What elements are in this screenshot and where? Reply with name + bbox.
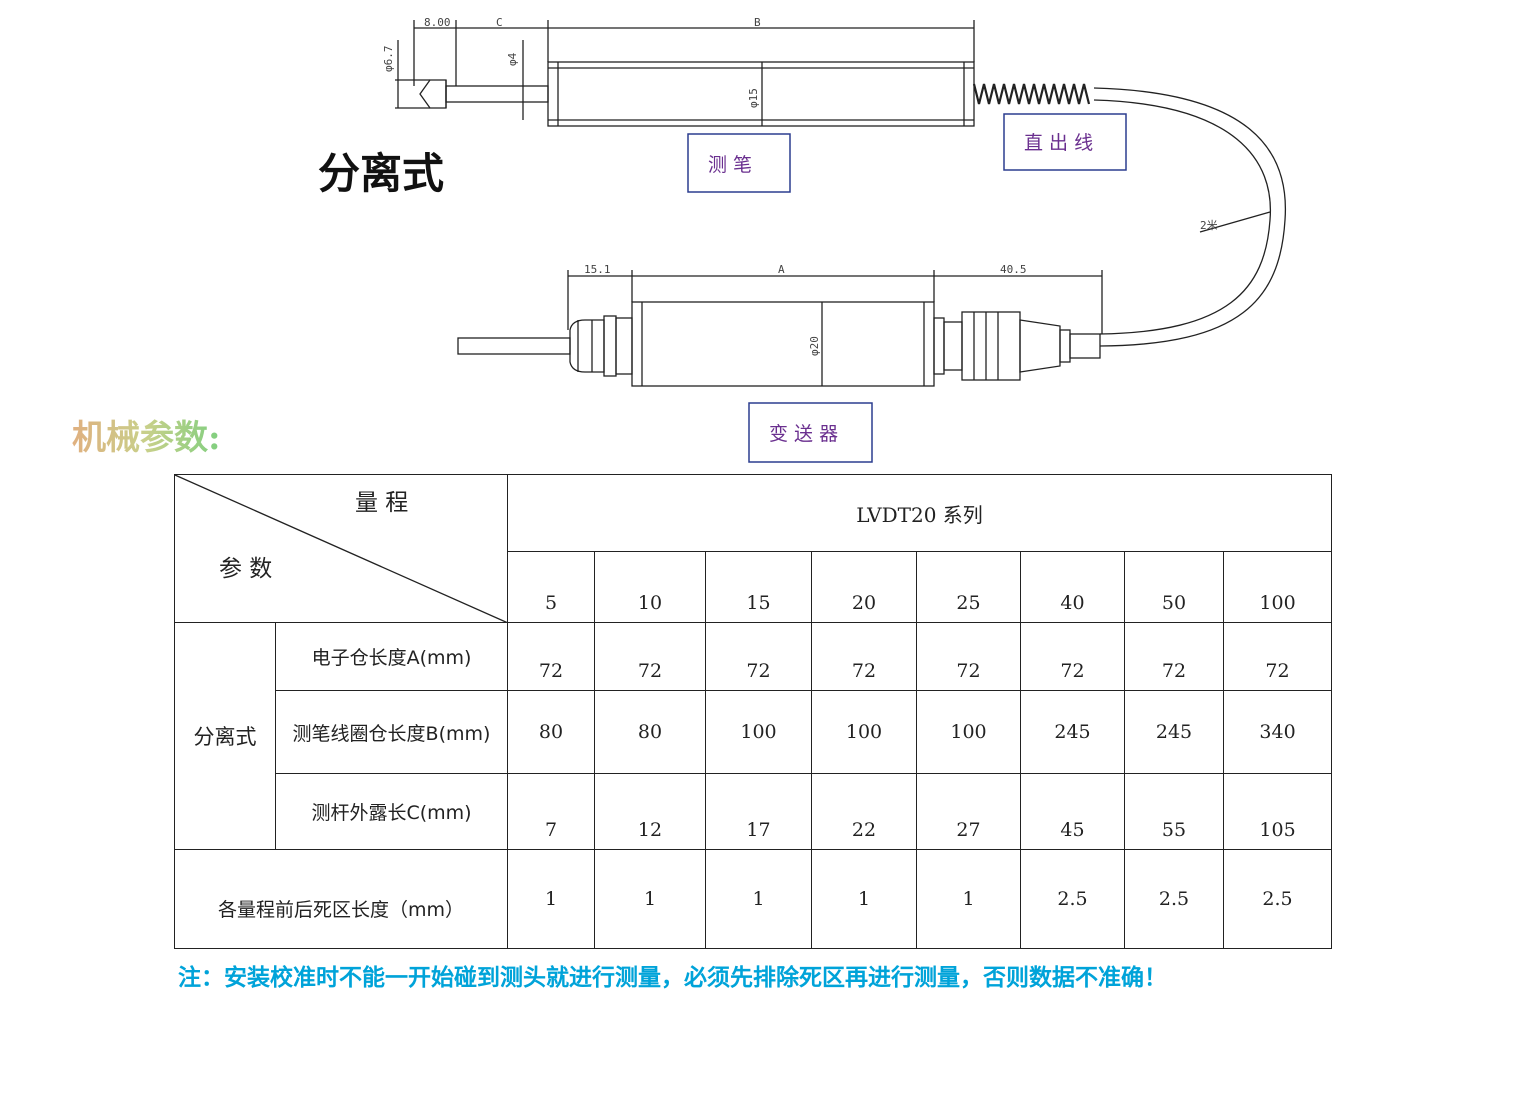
section-title: 机械参数: — [72, 418, 221, 458]
table-cell: 2.5 — [1020, 849, 1125, 949]
table-cell: 245 — [1020, 690, 1125, 774]
cable — [1093, 87, 1287, 347]
table-cell: 105 — [1222, 773, 1333, 850]
dead-zone-label: 各量程前后死区长度（mm） — [174, 849, 508, 949]
range-cell: 40 — [1020, 551, 1125, 623]
dim-phi-6-7: φ6.7 — [382, 46, 395, 73]
dim-b: B — [754, 16, 761, 29]
cable-label: 直 出 线 — [1024, 132, 1093, 154]
range-row: 5 10 15 20 25 40 50 100 — [175, 551, 1333, 623]
table-cell: 100 — [916, 690, 1021, 774]
transmitter-label-box — [748, 402, 873, 463]
table-cell: 72 — [1020, 622, 1125, 691]
range-cell: 5 — [507, 551, 595, 623]
header-diagonal-cell: 量 程 参 数 — [174, 474, 508, 623]
table-cell: 7 — [507, 773, 595, 850]
table-cell: 72 — [507, 622, 595, 691]
probe-label: 测 笔 — [708, 154, 752, 176]
table-cell: 72 — [811, 622, 917, 691]
table-cell: 100 — [705, 690, 812, 774]
dim-tip-length: 8.00 — [424, 16, 451, 29]
row-label: 测杆外露长C(mm) — [275, 773, 508, 850]
range-cell: 25 — [916, 551, 1021, 623]
dim-c: C — [496, 16, 503, 29]
dim-40-5: 40.5 — [1000, 263, 1027, 276]
row-label: 测笔线圈仓长度B(mm) — [275, 690, 508, 774]
transmitter-cable-out — [457, 337, 571, 355]
probe-body — [547, 61, 975, 127]
header-range-label: 量 程 — [355, 490, 409, 516]
dim-phi-4: φ4 — [506, 52, 519, 66]
table-cell: 80 — [594, 690, 706, 774]
table-cell: 2.5 — [1222, 849, 1333, 949]
table-cell: 1 — [705, 849, 812, 949]
table-cell: 22 — [811, 773, 917, 850]
table-cell: 1 — [811, 849, 917, 949]
table-cell: 72 — [1222, 622, 1333, 691]
dim-15-1: 15.1 — [584, 263, 611, 276]
technical-drawing: 8.00 C B φ6.7 φ4 φ15 2米 15.1 A 40.5 φ20 … — [382, 16, 1287, 463]
table-cell: 1 — [916, 849, 1021, 949]
dim-cable-length: 2米 — [1200, 219, 1218, 232]
drawing-title: 分离式 — [318, 149, 445, 198]
table-cell: 1 — [594, 849, 706, 949]
range-cell: 50 — [1124, 551, 1224, 623]
spring — [972, 83, 1091, 105]
table-cell: 55 — [1124, 773, 1224, 850]
connector — [961, 311, 1021, 381]
range-cell: 10 — [594, 551, 706, 623]
table-cell: 245 — [1124, 690, 1224, 774]
probe-rod — [445, 85, 549, 103]
dim-phi-20: φ20 — [808, 336, 821, 356]
transmitter-label: 变 送 器 — [769, 423, 838, 445]
probe-tip — [419, 79, 447, 109]
probe-label-box — [687, 133, 791, 193]
range-cell: 100 — [1222, 551, 1333, 623]
table-row: 分离式 电子仓长度A(mm) 72 72 72 72 72 72 72 72 — [174, 622, 1333, 850]
table-cell: 72 — [916, 622, 1021, 691]
table-cell: 12 — [594, 773, 706, 850]
table-row: 测杆外露长C(mm) 7 12 17 22 27 45 55 105 — [175, 773, 1333, 850]
cable-gland — [569, 319, 605, 373]
table-cell: 27 — [916, 773, 1021, 850]
calibration-note: 注：安装校准时不能一开始碰到测头就进行测量，必须先排除死区再进行测量，否则数据不… — [178, 965, 1167, 991]
range-cell: 15 — [705, 551, 812, 623]
range-cell: 20 — [811, 551, 917, 623]
table-cell: 45 — [1020, 773, 1125, 850]
table-row: 各量程前后死区长度（mm） 1 1 1 1 1 2.5 2.5 2.5 — [174, 849, 1333, 949]
diagonal-line — [175, 475, 508, 623]
table-cell: 2.5 — [1124, 849, 1224, 949]
table-cell: 72 — [705, 622, 812, 691]
table-cell: 17 — [705, 773, 812, 850]
series-name: LVDT20 系列 — [506, 474, 1333, 552]
group-label: 分离式 — [174, 622, 276, 850]
table-cell: 72 — [1124, 622, 1224, 691]
table-cell: 100 — [811, 690, 917, 774]
dim-phi-15: φ15 — [747, 88, 760, 108]
spec-table: 量 程 参 数 LVDT20 系列 5 10 15 20 25 40 50 10… — [174, 474, 1333, 949]
header-param-label: 参 数 — [219, 556, 273, 582]
row-label: 电子仓长度A(mm) — [275, 622, 508, 691]
table-cell: 340 — [1222, 690, 1333, 774]
table-cell: 72 — [594, 622, 706, 691]
cable-label-box — [1003, 113, 1127, 171]
dim-a: A — [778, 263, 785, 276]
table-cell: 80 — [507, 690, 595, 774]
table-row: 测笔线圈仓长度B(mm) 80 80 100 100 100 245 245 3… — [175, 690, 1333, 774]
transmitter-body — [631, 301, 935, 387]
table-cell: 1 — [507, 849, 595, 949]
